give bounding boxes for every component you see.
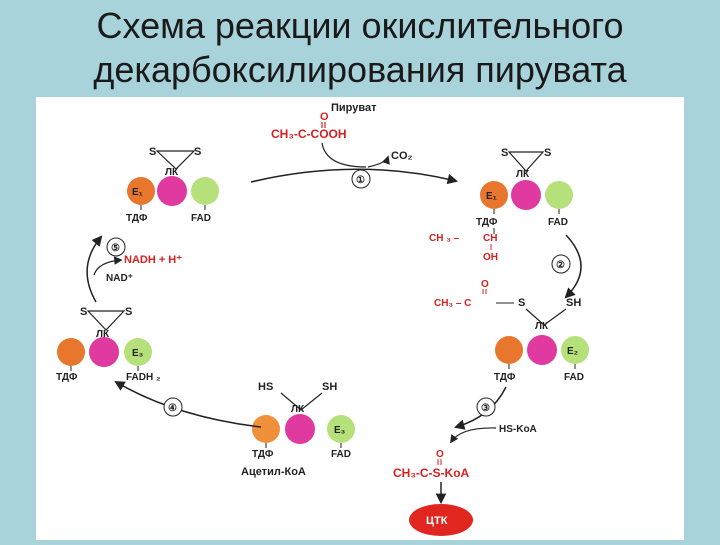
lk-s-right: S xyxy=(194,146,201,158)
svg-text:E₂: E₂ xyxy=(567,346,578,357)
svg-text:ЛК: ЛК xyxy=(291,404,305,415)
complex-top-left: S S ЛК E₁ ТДФ FAD xyxy=(126,146,219,224)
acetyl-koa-formula: CH₃-C-S-KoA xyxy=(393,466,470,480)
step3-label: ③ xyxy=(481,403,490,414)
sh-label: SH xyxy=(566,297,581,309)
svg-text:ТДФ: ТДФ xyxy=(476,217,498,228)
svg-text:E₁: E₁ xyxy=(486,191,497,202)
svg-text:ТДФ: ТДФ xyxy=(56,372,78,383)
svg-text:S: S xyxy=(80,306,87,318)
hydroxyethyl-ch3: CH ₃ – xyxy=(429,233,460,244)
hs-koa-label: HS-KoA xyxy=(499,424,537,435)
step4-label: ④ xyxy=(168,403,177,414)
fadh2-label: FADH ₂ xyxy=(126,372,160,383)
lipoate-ring xyxy=(155,150,196,170)
svg-text:ЛК: ЛК xyxy=(535,321,549,332)
step5-arrow xyxy=(86,235,103,303)
svg-text:FAD: FAD xyxy=(564,372,584,383)
pyruvate-formula: CH₃-C-COOH xyxy=(271,127,347,141)
complex-bottom-center: HS SH ЛК E₃ ТДФ FAD xyxy=(252,381,355,460)
title-line-1: Схема реакции окислительного xyxy=(96,5,624,46)
tck-node xyxy=(409,504,473,536)
hydroxyethyl-ch: CH xyxy=(483,233,497,244)
svg-text:O: O xyxy=(436,449,444,460)
pyruvate-label: Пируват xyxy=(331,102,377,114)
hs-label: HS xyxy=(258,381,273,393)
diagram-panel: Пируват O CH₃-C-COOH CO₂ ① S S ЛК E₁ ТДФ… xyxy=(36,97,684,540)
svg-text:S: S xyxy=(125,306,132,318)
hs-koa-arrow xyxy=(450,427,497,444)
fad-label: FAD xyxy=(191,213,211,224)
co2-label: CO₂ xyxy=(391,150,413,162)
step1-arrow xyxy=(250,168,459,185)
svg-text:SH: SH xyxy=(322,381,337,393)
hydroxyethyl-oh: OH xyxy=(483,252,498,263)
svg-text:E₁: E₁ xyxy=(132,187,143,198)
nadh-label: NADH + H⁺ xyxy=(124,254,182,266)
svg-text:S: S xyxy=(544,147,551,159)
lk-s-left: S xyxy=(149,146,156,158)
svg-text:ТДФ: ТДФ xyxy=(252,449,274,460)
reaction-diagram: Пируват O CH₃-C-COOH CO₂ ① S S ЛК E₁ ТДФ… xyxy=(56,102,589,536)
tck-label: ЦТК xyxy=(426,515,448,527)
co2-release-arrow xyxy=(321,142,367,168)
title-line-2: декарбоксилирования пирувата xyxy=(93,49,627,90)
svg-text:FAD: FAD xyxy=(548,217,568,228)
slide-title: Схема реакции окислительного декарбоксил… xyxy=(0,4,720,92)
svg-text:ЛК: ЛК xyxy=(96,329,110,340)
svg-text:O: O xyxy=(481,279,489,290)
step2-label: ② xyxy=(556,260,565,271)
e3-enzyme xyxy=(191,177,219,205)
step1-circle xyxy=(351,169,371,189)
complex-right-middle: O CH₃ – C S SH ЛК E₂ ТДФ FAD xyxy=(434,279,589,383)
svg-text:S: S xyxy=(518,297,525,309)
tdf-label: ТДФ xyxy=(126,213,148,224)
e1-enzyme xyxy=(127,177,155,205)
step2-arrow xyxy=(564,234,582,299)
nad-label: NAD⁺ xyxy=(106,273,133,284)
acetyl-koa-name: Ацетил-КоА xyxy=(241,466,306,478)
complex-bottom-left: S S ЛК E₃ ТДФ FADH ₂ xyxy=(56,306,160,383)
complex-top-right: S S ЛК E₁ ТДФ FAD CH ₃ – CH OH xyxy=(429,147,573,263)
svg-text:S: S xyxy=(501,147,508,159)
svg-text:E₃: E₃ xyxy=(132,348,144,359)
svg-text:E₃: E₃ xyxy=(334,425,346,436)
e2-enzyme xyxy=(157,176,187,206)
svg-text:FAD: FAD xyxy=(331,449,351,460)
svg-text:ТДФ: ТДФ xyxy=(494,372,516,383)
step5-label: ⑤ xyxy=(111,243,120,254)
step1-label: ① xyxy=(356,175,365,186)
e1-enzyme-active xyxy=(480,181,508,209)
lk-label: ЛК xyxy=(165,167,179,178)
pyruvate-oxygen: O xyxy=(320,111,329,123)
acetyl-group: CH₃ – C xyxy=(434,298,471,309)
step4-arrow xyxy=(114,380,262,428)
nad-reduction-arrow xyxy=(93,256,123,276)
svg-text:ЛК: ЛК xyxy=(516,169,530,180)
